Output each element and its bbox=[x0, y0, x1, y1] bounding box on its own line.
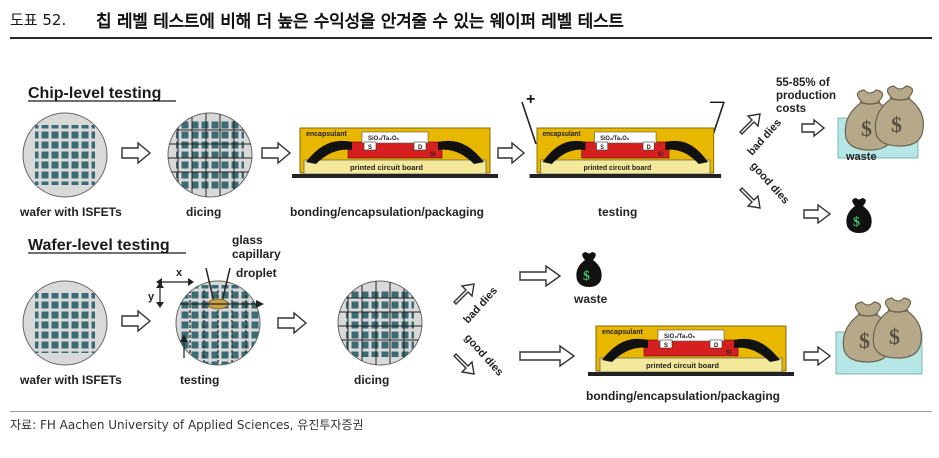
wafer-testing-label: testing bbox=[180, 373, 219, 387]
encapsulant-label: encapsulant bbox=[306, 131, 348, 138]
pcb-label: printed circuit board bbox=[584, 163, 652, 172]
to-good-arrow bbox=[803, 203, 832, 225]
sensor-layer-label: SiO₂/Ta₂O₅ bbox=[368, 136, 400, 142]
glass-capillary-line2: capillary bbox=[232, 247, 281, 261]
source-pin-label: S bbox=[368, 145, 372, 151]
wafer-level-heading: Wafer-level testing bbox=[28, 237, 170, 254]
si-label: Si bbox=[726, 350, 732, 356]
wafer-level-diced bbox=[337, 280, 423, 366]
drain-pin-label: D bbox=[714, 343, 719, 349]
chip-package-bonding: encapsulant SiO₂/Ta₂O₅ S D Si printed ci… bbox=[291, 127, 499, 179]
figure-header: 도표 52. 칩 레벨 테스트에 비해 더 높은 수익성을 안겨줄 수 있는 웨… bbox=[0, 0, 939, 40]
si-label: Si bbox=[430, 152, 436, 158]
good-dies-arrow bbox=[453, 353, 475, 375]
wafer-dicing-label: dicing bbox=[354, 373, 389, 387]
chip-wafer-label: wafer with ISFETs bbox=[19, 205, 122, 219]
wafer-waste-label: waste bbox=[573, 292, 608, 306]
chip-diced-wafer bbox=[167, 112, 253, 198]
flow-arrow bbox=[277, 311, 308, 335]
source-pin-label: S bbox=[600, 145, 604, 151]
chip-dicing-label: dicing bbox=[186, 205, 221, 219]
chip-waste-tray: waste bbox=[837, 85, 925, 163]
sensor-layer-label: SiO₂/Ta₂O₅ bbox=[664, 334, 696, 340]
to-waste-arrow bbox=[519, 264, 562, 288]
chip-bonding-label: bonding/encapsulation/packaging bbox=[290, 205, 484, 219]
testing-flow-diagram: $ $ Chip-level testing wafer with ISFETs bbox=[19, 77, 925, 403]
wafer-bonding-label: bonding/encapsulation/packaging bbox=[586, 389, 780, 403]
flow-arrow bbox=[121, 141, 152, 165]
axis-y-label: y bbox=[148, 291, 155, 303]
wafer-package-bonding: encapsulant SiO₂/Ta₂O₅ S D Si printed ci… bbox=[587, 325, 795, 377]
cost-note-line2: production bbox=[776, 90, 836, 102]
money-bag-icon bbox=[576, 252, 602, 287]
si-label: Si bbox=[658, 152, 664, 158]
probe-plus: + bbox=[526, 91, 535, 108]
cost-note-line3: costs bbox=[776, 103, 806, 115]
figure-title: 칩 레벨 테스트에 비해 더 높은 수익성을 안겨줄 수 있는 웨이퍼 레벨 테… bbox=[96, 12, 624, 32]
footer-rule bbox=[10, 411, 932, 412]
flow-arrow bbox=[497, 141, 526, 165]
axis-x-label: x bbox=[176, 267, 183, 279]
chip-wafer bbox=[22, 112, 108, 198]
probe-minus: — bbox=[710, 93, 724, 109]
pcb-label: printed circuit board bbox=[646, 361, 719, 370]
flow-arrow bbox=[121, 309, 152, 333]
flow-arrow bbox=[261, 141, 292, 165]
cost-note-line1: 55-85% of bbox=[776, 77, 830, 89]
chip-package-testing: + — encapsulant SiO₂/Ta₂O₅ S D Si printe… bbox=[521, 91, 725, 179]
glass-capillary-line1: glass bbox=[232, 233, 263, 247]
money-bag-icon bbox=[846, 198, 872, 233]
to-waste-arrow bbox=[801, 118, 826, 138]
bad-dies-arrow bbox=[739, 113, 761, 135]
chip-level-heading: Chip-level testing bbox=[28, 85, 161, 102]
bad-dies-arrow bbox=[453, 283, 475, 305]
figure-number: 도표 52. bbox=[10, 11, 67, 29]
to-packaging-arrow bbox=[519, 344, 576, 368]
drain-pin-label: D bbox=[647, 145, 651, 151]
to-bags-arrow bbox=[803, 345, 832, 367]
source-pin-label: S bbox=[664, 343, 668, 349]
wafer-level-wafer-label: wafer with ISFETs bbox=[19, 373, 122, 387]
drain-pin-label: D bbox=[418, 145, 423, 151]
chip-waste-label: waste bbox=[845, 151, 877, 163]
good-dies-arrow bbox=[739, 187, 761, 209]
chip-testing-label: testing bbox=[598, 205, 637, 219]
wafer-testing-setup bbox=[156, 267, 264, 366]
header-rule bbox=[10, 37, 932, 39]
droplet-label: droplet bbox=[236, 266, 277, 280]
encapsulant-label: encapsulant bbox=[602, 329, 644, 336]
pcb-label: printed circuit board bbox=[350, 163, 423, 172]
wafer-level-wafer bbox=[22, 280, 108, 366]
wafer-money-tray bbox=[835, 297, 923, 375]
encapsulant-label: encapsulant bbox=[543, 131, 582, 138]
sensor-layer-label: SiO₂/Ta₂O₅ bbox=[600, 136, 629, 142]
source-note: 자료: FH Aachen University of Applied Scie… bbox=[10, 418, 364, 432]
